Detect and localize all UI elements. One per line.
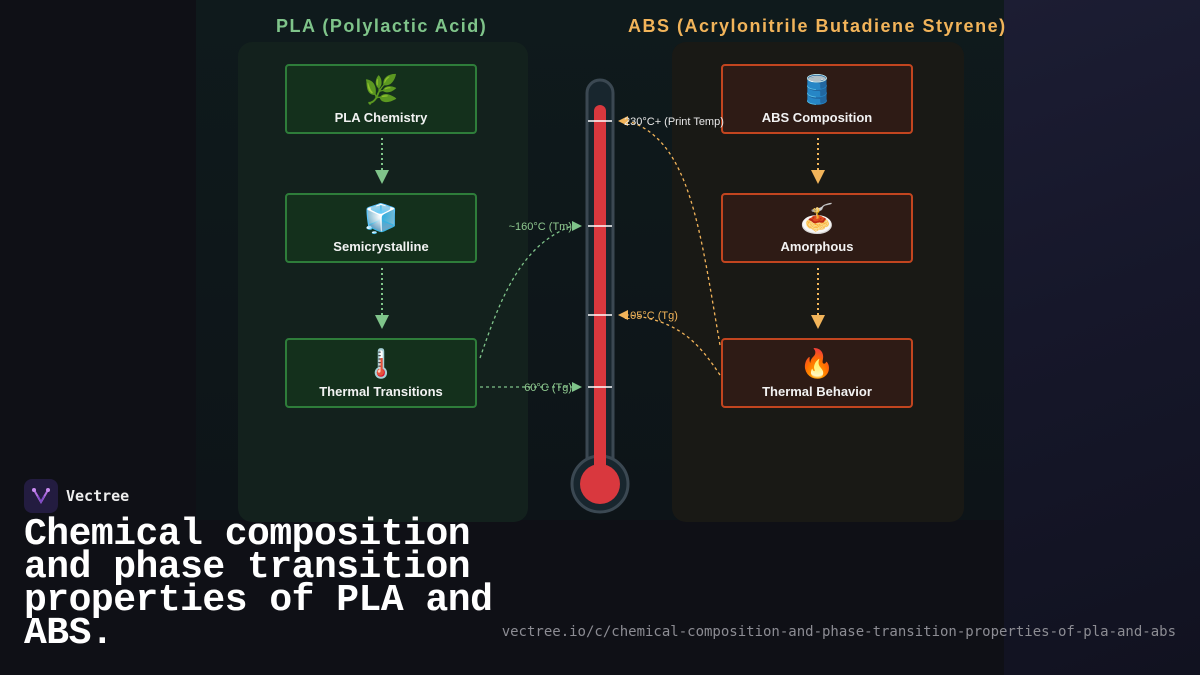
abs-flow-arrows: [811, 138, 825, 329]
fire-icon: 🔥: [799, 347, 835, 379]
abs-column-title: ABS (Acrylonitrile Butadiene Styrene): [628, 16, 1007, 36]
node-label: ABS Composition: [761, 109, 873, 125]
thermometer: [570, 78, 630, 514]
semicrystalline-node[interactable]: 🧊 Semicrystalline: [285, 193, 477, 263]
pla-column-title: PLA (Polylactic Acid): [276, 16, 488, 36]
herb-icon: 🌿: [363, 73, 399, 105]
abs-composition-node[interactable]: 🛢️ ABS Composition: [721, 64, 913, 134]
page-title: Chemical composition and phase transitio…: [24, 513, 493, 655]
mercury-column: [594, 105, 606, 485]
spaghetti-icon: 🍝: [799, 202, 835, 234]
print-temp-label: 230°C+ (Print Temp): [624, 116, 724, 128]
pla-temperature-links: [479, 221, 582, 392]
abs-tg-label: 105°C (Tg): [624, 310, 678, 322]
oil-drum-icon: 🛢️: [799, 73, 835, 105]
vectree-logo-icon: [24, 479, 58, 513]
node-label: Amorphous: [780, 238, 854, 254]
node-label: PLA Chemistry: [334, 109, 428, 125]
amorphous-node[interactable]: 🍝 Amorphous: [721, 193, 913, 263]
mercury-bulb: [580, 464, 620, 504]
node-label: Semicrystalline: [333, 238, 429, 254]
thermometer-icon: 🌡️: [363, 347, 399, 379]
node-label: Thermal Behavior: [762, 383, 872, 399]
source-url[interactable]: vectree.io/c/chemical-composition-and-ph…: [501, 624, 1176, 640]
abs-thermal-behavior-node[interactable]: 🔥 Thermal Behavior: [721, 338, 913, 408]
pla-tg-label: 60°C (Tg): [524, 382, 572, 394]
background-gradient: [1004, 0, 1200, 675]
abs-temperature-links: [618, 116, 721, 376]
brand-name: Vectree: [66, 487, 130, 505]
brand[interactable]: Vectree: [24, 479, 129, 513]
pla-chemistry-node[interactable]: 🌿 PLA Chemistry: [285, 64, 477, 134]
ice-cube-icon: 🧊: [363, 202, 399, 234]
pla-flow-arrows: [375, 138, 389, 329]
node-label: Thermal Transitions: [319, 383, 443, 399]
pla-tm-label: ~160°C (Tm): [509, 221, 572, 233]
pla-thermal-transitions-node[interactable]: 🌡️ Thermal Transitions: [285, 338, 477, 408]
